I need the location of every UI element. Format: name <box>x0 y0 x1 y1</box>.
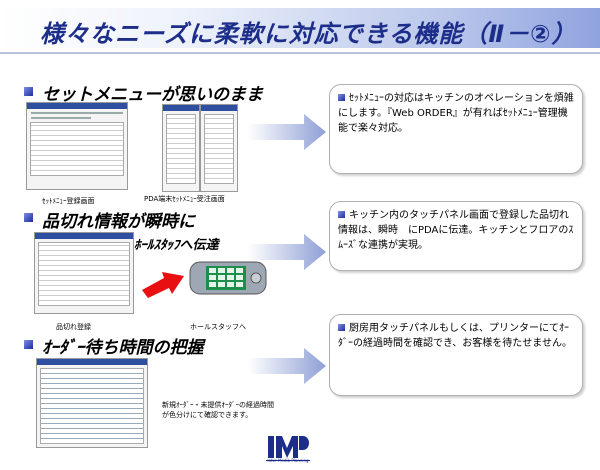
imp-logo-icon <box>266 436 310 461</box>
box-text: 厨房用タッチパネルもしくは、プリンターにてｵｰﾀﾞｰの経過時間を確認でき、お客様… <box>338 323 572 349</box>
sold-out-register-screenshot <box>34 232 134 314</box>
section-bullet-icon <box>24 87 33 96</box>
red-arrow-icon <box>142 272 184 298</box>
pda-device-icon <box>189 261 267 295</box>
caption-elapsed-time-line1: 新規ｵｰﾀﾞｰ・未提供ｵｰﾀﾞｰの経過時間 <box>162 401 274 409</box>
order-wait-time-screenshot <box>36 358 148 448</box>
section-heading-sold-out: 品切れ情報が瞬時に <box>42 212 195 232</box>
section-subheading-hall-staff: ﾎｰﾙｽﾀｯﾌへ伝達 <box>134 238 219 253</box>
box-bullet-icon <box>338 94 345 101</box>
caption-pda-set-menu: PDA端末ｾｯﾄﾒﾆｭｰ受注画面 <box>144 195 225 203</box>
caption-sold-out-register: 品切れ登録 <box>56 323 91 331</box>
wait-time-info-box: 厨房用タッチパネルもしくは、プリンターにてｵｰﾀﾞｰの経過時間を確認でき、お客様… <box>329 314 583 396</box>
caption-elapsed-time-line2: が色分けにて確認できます。 <box>162 411 253 419</box>
caption-set-menu-register: ｾｯﾄﾒﾆｭｰ登録画面 <box>42 197 95 205</box>
right-arrow-icon <box>248 348 326 384</box>
box-bullet-icon <box>338 324 345 331</box>
right-arrow-icon <box>248 114 326 150</box>
section-heading-wait-time: ｵｰﾀﾞｰ待ち時間の把握 <box>42 338 204 358</box>
title-divider <box>0 52 600 54</box>
set-menu-info-box: ｾｯﾄﾒﾆｭｰの対応はキッチンのオペレーションを煩雑にします。『Web ORDE… <box>329 84 583 174</box>
logo-text: Inter Media Planning <box>267 458 309 463</box>
pda-set-menu-screenshot-2 <box>200 104 238 192</box>
page-title: 様々なニーズに柔軟に対応できる機能（Ⅱ－②） <box>40 20 577 48</box>
section-bullet-icon <box>24 340 33 349</box>
title-band <box>0 8 600 48</box>
pda-set-menu-screenshot <box>162 104 200 192</box>
set-menu-register-screenshot <box>26 102 128 190</box>
box-text: キッチン内のタッチパネル画面で登録した品切れ情報は、瞬時 にPDAに伝達。キッチ… <box>338 210 574 251</box>
sold-out-info-box: キッチン内のタッチパネル画面で登録した品切れ情報は、瞬時 にPDAに伝達。キッチ… <box>329 201 583 271</box>
right-arrow-icon <box>248 234 326 270</box>
caption-to-hall-staff: ホールスタッフへ <box>190 323 246 331</box>
box-bullet-icon <box>338 211 345 218</box>
box-text: ｾｯﾄﾒﾆｭｰの対応はキッチンのオペレーションを煩雑にします。『Web ORDE… <box>338 93 574 134</box>
section-heading-set-menu: セットメニューが思いのまま <box>42 85 263 105</box>
section-bullet-icon <box>24 213 33 222</box>
